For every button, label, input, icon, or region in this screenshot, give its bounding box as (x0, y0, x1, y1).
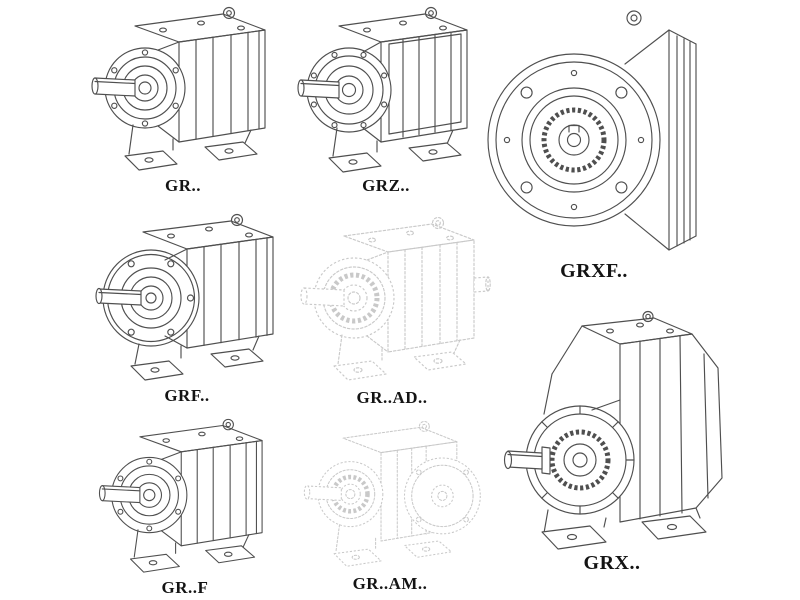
gearbox-figure-grxf: GRXF.. (478, 0, 710, 283)
gearbox-figure-grz: GRZ.. (286, 4, 486, 196)
gearbox-drawing-grxf (486, 10, 697, 251)
model-label-gr-ad: GR..AD.. (356, 388, 428, 407)
gearbox-figure-grx: GRX.. (486, 310, 738, 575)
model-label-grf: GRF.. (164, 386, 210, 405)
gearbox-drawing-gr-f (98, 418, 263, 573)
gearbox-drawing-grf (94, 213, 274, 381)
gearbox-figure-grf: GRF.. (80, 212, 294, 406)
gearbox-figure-gr-ad: GR..AD.. (288, 214, 496, 408)
model-label-gr: GR.. (165, 176, 201, 195)
model-label-grz: GRZ.. (362, 176, 410, 195)
model-label-grx: GRX.. (583, 552, 641, 574)
gearbox-figure-gr: GR.. (78, 4, 288, 196)
gearbox-figure-gr-f: GR..F (80, 416, 290, 598)
gearbox-drawing-grx (503, 310, 723, 550)
model-label-gr-f: GR..F (161, 578, 209, 597)
gearbox-drawing-grz (297, 6, 468, 173)
gearbox-drawing-gr (91, 6, 266, 171)
gearbox-drawing-gr-am (303, 420, 481, 567)
model-label-gr-am: GR..AM.. (352, 574, 428, 593)
model-label-grxf: GRXF.. (560, 260, 628, 282)
gearbox-figure-gr-am: GR..AM.. (288, 418, 492, 594)
gearbox-drawing-gr-ad (300, 216, 491, 381)
